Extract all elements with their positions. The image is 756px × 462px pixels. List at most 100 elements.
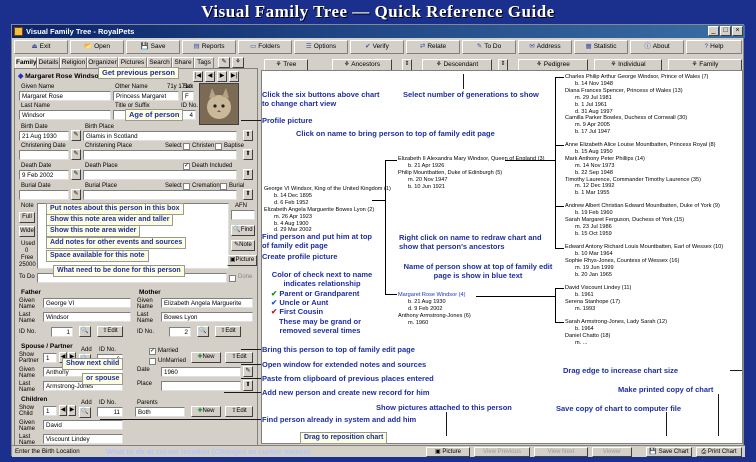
father-edit-button[interactable]: ⇧Edit [97,326,123,337]
tab-pictures[interactable]: Pictures [118,57,147,68]
christening-notes-icon[interactable]: ✎ [71,149,81,160]
address-button[interactable]: ✉Address [518,40,572,54]
tab-organizer[interactable]: Organizer [87,57,118,68]
chart-anne-couple[interactable]: Anne Elizabeth Alice Louise Mountbatten,… [565,142,716,197]
tab-family[interactable]: Family [15,57,37,68]
father-find-icon[interactable]: 🔍 [79,326,91,337]
maximize-button[interactable]: □ [720,26,731,36]
sex-field[interactable]: F [182,91,194,101]
verify-button[interactable]: ✔Verify [350,40,404,54]
find-button[interactable]: 🔍Find [231,225,255,236]
child-find-icon[interactable]: 🔍 [79,407,91,418]
child-edit-button[interactable]: ⇧Edit [225,406,253,417]
marriage-notes-icon[interactable]: ✎ [243,366,253,377]
child-id-field[interactable]: 11 [97,407,123,417]
picture-button[interactable]: ▣Picture [227,255,257,266]
unmarried-checkbox[interactable] [149,358,156,365]
last-name-field[interactable]: Windsor [19,110,111,120]
given-name-field[interactable]: Margaret Rose [19,91,111,101]
tree-icon[interactable]: ⚘ [232,57,244,68]
christening-place-paste-icon[interactable]: ⬆ [243,149,253,160]
chart-david-couple[interactable]: David Viscount Lindey (11) b. 1961 Seren… [565,285,632,312]
burial-place-paste-icon[interactable]: ⬆ [243,189,253,200]
chart-margaret-couple[interactable]: Margaret Rose Windsor (4) b. 21 Aug 1930… [398,292,471,326]
burial-notes-icon[interactable]: ✎ [71,189,81,200]
tab-details[interactable]: Details [37,57,60,68]
next-person-button[interactable]: ▶ [217,71,227,82]
marriage-place-paste-icon[interactable]: ⬆ [243,380,253,391]
spouse-edit-button[interactable]: ⇧Edit [225,352,253,363]
previous-person-button[interactable]: ◀ [205,71,215,82]
open-button[interactable]: 📂Open [70,40,124,54]
tab-tags[interactable]: Tags [194,57,214,68]
child-index-field[interactable]: 1 [43,406,57,416]
father-given-field[interactable]: George VI [43,298,131,308]
previous-child-button[interactable]: ◀ [59,405,67,416]
wide-note-button[interactable]: Wide [19,226,35,237]
parents-select[interactable]: Both [135,407,185,417]
mother-last-field[interactable]: Bowes Lyon [161,312,253,322]
father-id-field[interactable]: 1 [51,327,73,337]
married-checkbox[interactable]: ✓ [149,348,156,355]
last-person-button[interactable]: ▶| [229,71,239,82]
help-button[interactable]: ?Help [686,40,742,54]
chart-charles-couple[interactable]: Charles Philip Arthur George Windsor, Pr… [565,74,709,136]
chart-root-couple[interactable]: George VI Windsor, King of the United Ki… [264,186,391,234]
death-notes-icon[interactable]: ✎ [71,169,81,180]
christening-date-field[interactable] [19,150,69,160]
mother-edit-button[interactable]: ⇧Edit [215,326,241,337]
exit-button[interactable]: ⏏Exit [14,40,68,54]
todo-button[interactable]: ✎To Do [462,40,516,54]
birth-place-field[interactable]: Glamis in Scotland [83,131,237,141]
first-person-button[interactable]: |◀ [193,71,203,82]
tab-search[interactable]: Search [147,57,172,68]
birth-notes-icon[interactable]: ✎ [71,130,81,141]
chart-elizabeth-couple[interactable]: Elizabeth II Alexandra Mary Windsor, Que… [398,156,545,190]
save-chart-button[interactable]: 💾 Save Chart [646,447,692,457]
father-last-field[interactable]: Windsor [43,312,131,322]
child-new-button[interactable]: ✚New [191,406,221,417]
mother-id-field[interactable]: 2 [169,327,191,337]
child-given-field[interactable]: David [43,420,123,430]
done-checkbox[interactable] [229,275,236,282]
marriage-date-field[interactable]: 1960 [161,367,241,377]
tab-religion[interactable]: Religion [60,57,87,68]
christen-checkbox[interactable] [183,143,190,150]
baptise-checkbox[interactable] [215,143,222,150]
relate-button[interactable]: ⇄Relate [406,40,460,54]
full-note-button[interactable]: Full [19,212,35,223]
christening-place-field[interactable] [83,150,237,160]
id-field[interactable]: 4 [182,110,196,120]
death-included-checkbox[interactable]: ✓ [183,163,190,170]
other-name-field[interactable]: Princess Margaret [113,91,179,101]
death-date-field[interactable]: 9 Feb 2002 [19,170,69,180]
birth-date-field[interactable]: 21 Aug 1930 [19,131,69,141]
minimize-button[interactable]: _ [708,26,719,36]
paste-place-icon[interactable]: ✎ [218,57,230,68]
spouse-new-button[interactable]: ✚New [191,352,221,363]
next-child-button[interactable]: ▶ [68,405,76,416]
view-previous-button[interactable]: View Previous [474,447,530,457]
mother-given-field[interactable]: Elizabeth Angela Marguerite [161,298,253,308]
burial-date-field[interactable] [19,190,69,200]
chart-andrew-couple[interactable]: Andrew Albert Christian Edward Mountbatt… [565,203,720,237]
birth-place-paste-icon[interactable]: ⬆ [243,130,253,141]
tree-chart-button[interactable]: ⚘ Tree [264,59,308,71]
death-place-paste-icon[interactable]: ⬆ [243,169,253,180]
viewer-button[interactable]: Viewer [592,447,632,457]
profile-picture[interactable] [199,83,239,125]
picture-status-button[interactable]: ▣ Picture [426,447,470,457]
print-chart-button[interactable]: ⎙ Print Chart [696,447,742,457]
chart-edward-couple[interactable]: Edward Antony Richard Louis Mountbatten,… [565,244,724,278]
death-place-field[interactable] [83,170,237,180]
options-button[interactable]: ☰Options [294,40,348,54]
tab-share[interactable]: Share [172,57,194,68]
burial-place-field[interactable] [83,190,237,200]
view-next-button[interactable]: View Next [534,447,588,457]
close-button[interactable]: × [732,26,743,36]
marriage-place-field[interactable] [161,381,241,391]
note-button[interactable]: ✎Note [231,240,255,251]
chart-sarah-couple[interactable]: Sarah Armstrong-Jones, Lady Sarah (12) b… [565,319,667,346]
chart-canvas[interactable] [261,70,743,444]
